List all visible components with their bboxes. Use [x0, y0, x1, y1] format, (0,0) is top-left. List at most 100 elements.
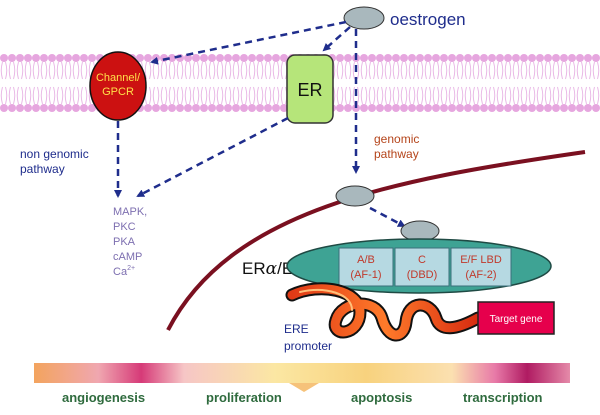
lipid-tail — [472, 61, 480, 80]
lipid-head — [544, 54, 552, 62]
lipid-tail — [408, 61, 416, 80]
lipid-head — [272, 54, 280, 62]
lipid-tail — [176, 61, 184, 80]
lipid-tail — [192, 61, 200, 80]
genomic-label-line2: pathway — [374, 147, 419, 161]
lipid-tail — [160, 61, 168, 80]
lipid-tail — [200, 86, 208, 105]
lipid-head — [392, 104, 400, 112]
kinase-list: MAPK, PKC PKA cAMP Ca2+ — [113, 206, 147, 278]
lipid-tail — [240, 61, 248, 80]
lipid-tail — [552, 86, 560, 105]
lipid-head — [184, 54, 192, 62]
lipid-tail — [440, 61, 448, 80]
lipid-tail — [216, 61, 224, 80]
lipid-head — [136, 54, 144, 62]
lipid-head — [584, 104, 592, 112]
lipid-head — [344, 54, 352, 62]
lipid-head — [256, 104, 264, 112]
lipid-tail — [504, 61, 512, 80]
lipid-tail — [432, 86, 440, 105]
lipid-tail — [264, 61, 272, 80]
lipid-head — [552, 104, 560, 112]
lipid-tail — [392, 86, 400, 105]
lipid-tail — [264, 86, 272, 105]
lipid-head — [56, 104, 64, 112]
lipid-head — [264, 104, 272, 112]
outcome-label: angiogenesis — [62, 390, 145, 405]
lipid-tail — [256, 86, 264, 105]
lipid-head — [592, 104, 600, 112]
lipid-tail — [424, 61, 432, 80]
lipid-tail — [272, 86, 280, 105]
lipid-head — [24, 104, 32, 112]
lipid-tail — [48, 86, 56, 105]
lipid-head — [208, 104, 216, 112]
lipid-tail — [560, 86, 568, 105]
lipid-tail — [32, 61, 40, 80]
lipid-head — [272, 104, 280, 112]
lipid-head — [48, 54, 56, 62]
lipid-tail — [592, 61, 600, 80]
lipid-head — [504, 104, 512, 112]
lipid-head — [200, 54, 208, 62]
nuclear-ligand — [335, 185, 375, 207]
lipid-head — [16, 54, 24, 62]
lipid-head — [400, 104, 408, 112]
lipid-head — [536, 104, 544, 112]
lipid-head — [480, 54, 488, 62]
lipid-head — [32, 54, 40, 62]
lipid-head — [216, 104, 224, 112]
lipid-head — [528, 104, 536, 112]
lipid-tail — [72, 61, 80, 80]
lipid-head — [8, 54, 16, 62]
nongenomic-label-line2: pathway — [20, 162, 65, 176]
lipid-head — [336, 54, 344, 62]
lipid-head — [40, 54, 48, 62]
lipid-head — [184, 104, 192, 112]
domain-ab-line1: A/B — [357, 254, 375, 266]
lipid-head — [208, 54, 216, 62]
lipid-tail — [232, 86, 240, 105]
lipid-tail — [400, 86, 408, 105]
outcome-pointer — [289, 383, 319, 392]
target-gene-label: Target gene — [490, 314, 543, 325]
ere-label: ERE — [284, 322, 309, 336]
lipid-head — [456, 104, 464, 112]
lipid-head — [240, 54, 248, 62]
lipid-tail — [8, 61, 16, 80]
lipid-head — [512, 54, 520, 62]
domain-ef-lbd: E/F LBD (AF-2) — [450, 247, 512, 287]
lipid-head — [472, 54, 480, 62]
lipid-tail — [200, 61, 208, 80]
lipid-head — [488, 54, 496, 62]
domain-ef-line1: E/F LBD — [460, 254, 502, 266]
lipid-tail — [520, 61, 528, 80]
lipid-tail — [440, 86, 448, 105]
lipid-head — [360, 104, 368, 112]
lipid-head — [240, 104, 248, 112]
lipid-tail — [272, 61, 280, 80]
lipid-tail — [592, 86, 600, 105]
lipid-head — [264, 54, 272, 62]
lipid-tail — [280, 61, 288, 80]
er-membrane-receptor: ER — [286, 54, 334, 124]
nuclear-envelope-arc — [166, 150, 586, 331]
lipid-tail — [160, 86, 168, 105]
lipid-head — [408, 54, 416, 62]
lipid-head — [536, 54, 544, 62]
lipid-head — [528, 54, 536, 62]
oestrogen-ligand — [343, 6, 385, 30]
calcium-item: Ca2+ — [113, 265, 135, 278]
lipid-tail — [448, 86, 456, 105]
lipid-tail — [56, 86, 64, 105]
lipid-head — [176, 104, 184, 112]
lipid-head — [472, 104, 480, 112]
lipid-tail — [528, 61, 536, 80]
domain-ef-line2: (AF-2) — [465, 269, 496, 281]
lipid-tail — [48, 61, 56, 80]
lipid-head — [576, 54, 584, 62]
lipid-tail — [496, 61, 504, 80]
lipid-tail — [16, 86, 24, 105]
